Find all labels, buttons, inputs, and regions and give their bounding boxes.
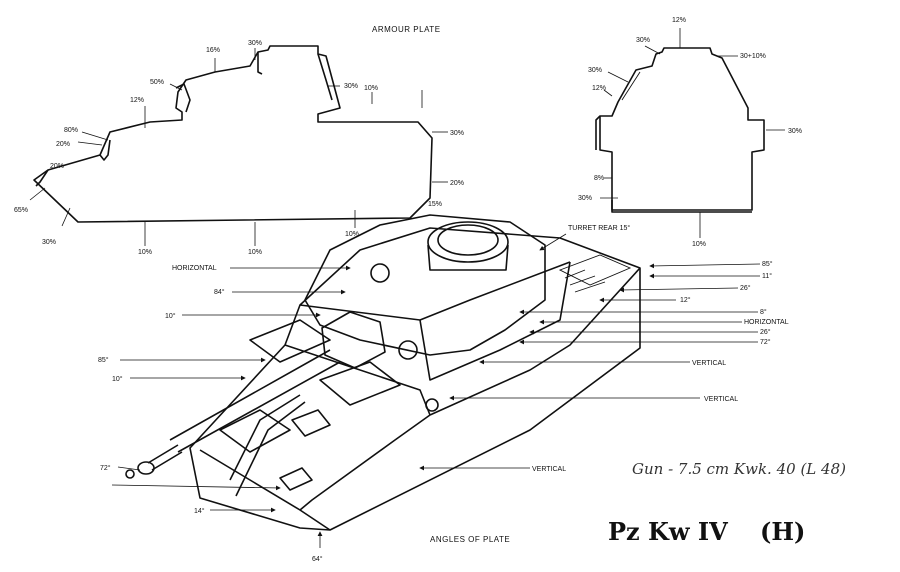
side-view-diagram: 16% 30% 50% 12% 20% 80% 20% 65% 30% 10% … — [14, 40, 464, 256]
side-label-12: 10% — [345, 231, 359, 238]
side-label-9: 30% — [42, 239, 56, 246]
rear-label-7: 8% — [594, 175, 604, 182]
tank-right-label-9: 72° — [760, 338, 771, 346]
side-label-5: 20% — [56, 141, 70, 148]
side-label-13: 30% — [344, 83, 358, 90]
tank-right-label-11: VERTICAL — [704, 396, 738, 403]
muzzle-brake — [137, 461, 155, 475]
rear-label-2: 30% — [636, 37, 650, 44]
side-label-1: 16% — [206, 47, 220, 54]
rear-label-1: 12% — [672, 17, 686, 24]
side-label-6: 80% — [64, 127, 78, 134]
tank-right-label-5: 12° — [680, 296, 691, 304]
tank-left-label-5: 10° — [112, 375, 123, 383]
rear-view-diagram: 12% 30% 30+10% 30% 12% 30% 8% 30% 10% — [578, 17, 802, 248]
tank-isometric-drawing: HORIZONTAL 84° 10° 85° 10° 72° 14° 64° T… — [98, 214, 789, 563]
side-label-15: 30% — [450, 130, 464, 137]
tank-right-label-7: HORIZONTAL — [744, 319, 789, 326]
gun-barrel — [169, 349, 331, 441]
rear-label-3: 30+10% — [740, 53, 766, 60]
tank-right-label-8: 26° — [760, 328, 771, 336]
tank-right-label-3: 11° — [762, 272, 772, 280]
title-model: Pz Kw IV — [608, 517, 728, 546]
rear-label-4: 30% — [588, 67, 602, 74]
side-label-8: 65% — [14, 207, 28, 214]
gun-mantlet — [321, 311, 386, 369]
tank-left-label-8: 64° — [312, 555, 323, 563]
rear-label-6: 30% — [788, 128, 802, 135]
tank-left-label-2: 84° — [214, 288, 225, 296]
armour-plate-caption: ARMOUR PLATE — [372, 25, 441, 34]
side-label-2: 30% — [248, 40, 262, 47]
side-label-16: 20% — [450, 180, 464, 187]
tank-right-label-12: VERTICAL — [532, 466, 566, 473]
tank-left-label-6: 72° — [100, 464, 111, 472]
side-label-17: 15% — [428, 201, 442, 208]
gun-caption: Gun - 7.5 cm Kwk. 40 (L 48) — [632, 460, 846, 478]
turret-outline — [304, 214, 546, 356]
side-label-4: 12% — [130, 97, 144, 104]
tank-right-label-1: TURRET REAR 15° — [568, 224, 630, 232]
rear-label-5: 12% — [592, 85, 606, 92]
tank-right-label-2: 85° — [762, 260, 773, 268]
side-label-14: 10% — [364, 85, 378, 92]
tank-left-label-4: 85° — [98, 356, 109, 364]
cupola — [427, 221, 509, 263]
angles-of-plate-caption: ANGLES OF PLATE — [430, 535, 510, 544]
tank-right-label-10: VERTICAL — [692, 360, 726, 367]
tank-right-label-6: 8° — [760, 308, 767, 316]
side-view-outline — [33, 45, 433, 223]
title-variant: (H) — [760, 517, 805, 546]
tank-left-label-7: 14° — [194, 507, 205, 515]
side-label-11: 10% — [248, 249, 262, 256]
rear-label-8: 30% — [578, 195, 592, 202]
side-label-3: 50% — [150, 79, 164, 86]
tank-left-label-1: HORIZONTAL — [172, 265, 217, 272]
rear-label-9: 10% — [692, 241, 706, 248]
tank-left-label-3: 10° — [165, 312, 176, 320]
side-label-7: 20% — [50, 163, 64, 170]
side-label-10: 10% — [138, 249, 152, 256]
rear-view-outline — [599, 47, 765, 211]
tank-right-label-4: 26° — [740, 284, 751, 292]
